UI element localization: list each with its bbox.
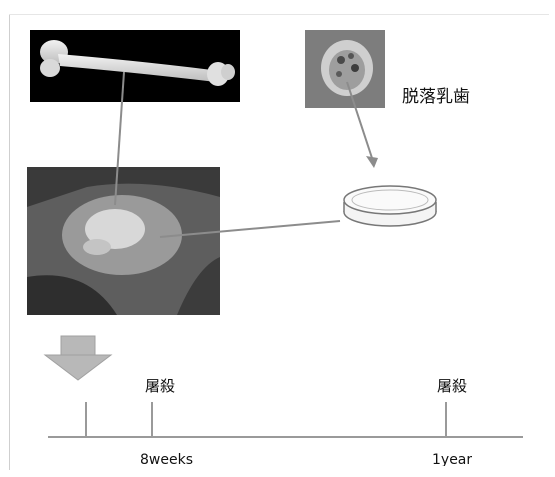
down-arrow-icon: [45, 336, 111, 380]
tick-label-8weeks: 8weeks: [140, 452, 193, 466]
tick-label-1year: 1year: [432, 452, 472, 466]
petri-dish-icon: [344, 186, 436, 226]
tooth-arrow-line: [347, 82, 372, 158]
tooth-arrow-head: [366, 156, 378, 168]
sacrifice-label-8weeks: 屠殺: [145, 375, 175, 396]
sacrifice-label-1year: 屠殺: [437, 375, 467, 396]
bone-connector-line: [115, 72, 124, 205]
rat-dish-connector-line: [160, 221, 340, 237]
